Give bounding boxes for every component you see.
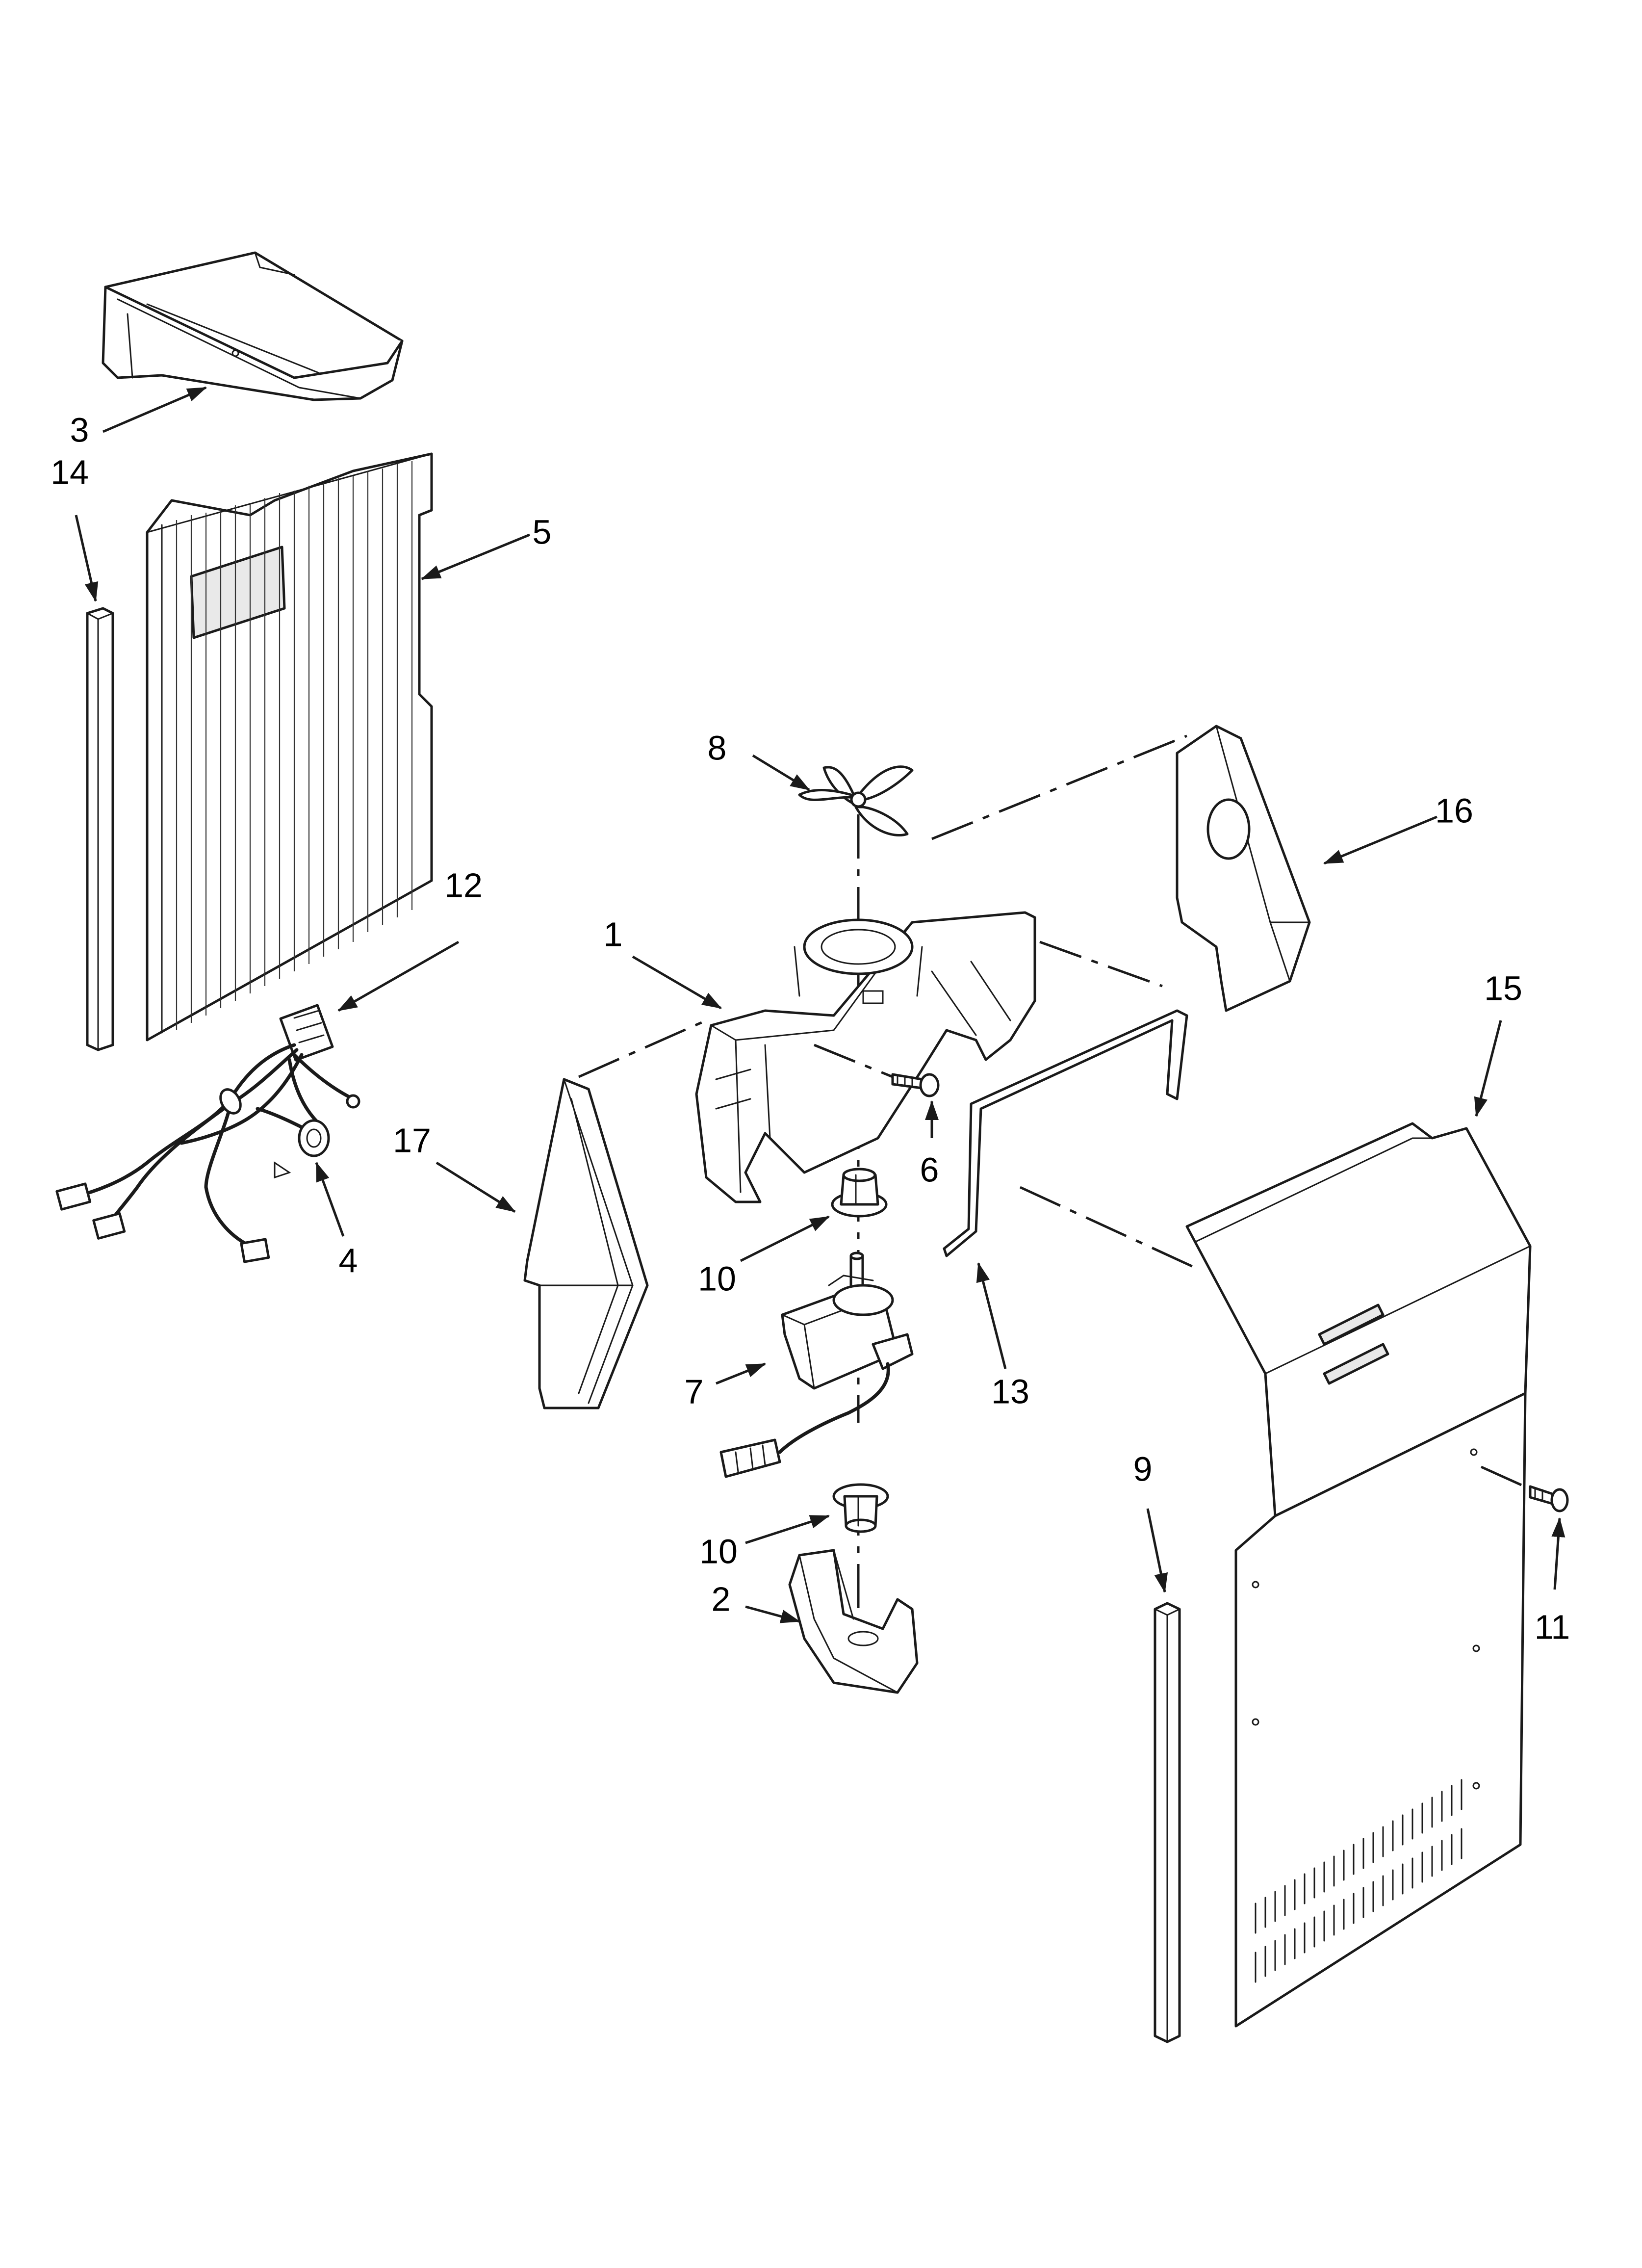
part-3-top-cover [102, 251, 404, 401]
callout-8: 8 [708, 729, 727, 767]
callout-10-upper: 10 [698, 1259, 736, 1298]
callout-3: 3 [70, 411, 89, 449]
part-7-fan-motor [719, 1251, 914, 1478]
part-14-left-strip [86, 607, 114, 1051]
part-6-screw [814, 1043, 940, 1097]
leader-lines [75, 386, 1565, 1623]
dashline-1-to-13 [1039, 940, 1163, 988]
dashline-13-to-15 [1019, 1186, 1203, 1272]
part-10-lower-bushing [832, 1483, 889, 1533]
part-12-wiring-harness [55, 1004, 360, 1263]
callout-5: 5 [533, 513, 552, 551]
dashline-1-to-16 [931, 734, 1187, 840]
part-11-screw [1480, 1465, 1569, 1512]
part-9-right-strip [1154, 1602, 1181, 2043]
callout-12: 12 [444, 866, 483, 904]
part-17-left-cover [523, 1078, 649, 1409]
callout-13: 13 [991, 1372, 1029, 1410]
part-2-motor-bracket [788, 1549, 919, 1694]
part-1-fan-housing [695, 911, 1036, 1203]
callout-2: 2 [712, 1580, 731, 1618]
callout-4: 4 [339, 1241, 358, 1279]
dashline-17-to-1 [578, 1019, 707, 1078]
callout-16: 16 [1435, 791, 1473, 830]
callout-14: 14 [51, 453, 89, 491]
callout-1: 1 [604, 915, 623, 953]
callout-labels: 3 14 5 12 4 8 16 1 15 17 6 10 13 7 10 2 … [51, 411, 1570, 1646]
callout-11: 11 [1535, 1608, 1570, 1646]
callout-6: 6 [920, 1150, 939, 1189]
callout-7: 7 [685, 1372, 704, 1410]
part-13-wire-bracket [943, 1009, 1188, 1257]
callout-15: 15 [1484, 969, 1522, 1007]
callout-10-lower: 10 [699, 1532, 738, 1570]
callout-9: 9 [1133, 1450, 1153, 1488]
part-8-fan-blade [798, 765, 914, 837]
part-15-evaporator-cover [1185, 1122, 1532, 2028]
callout-17: 17 [393, 1121, 431, 1159]
vent-slots [1255, 1779, 1462, 1983]
part-10-upper-bushing [831, 1168, 888, 1218]
part-5-back-panel [146, 452, 433, 1042]
part-16-right-cover [1176, 725, 1311, 1012]
